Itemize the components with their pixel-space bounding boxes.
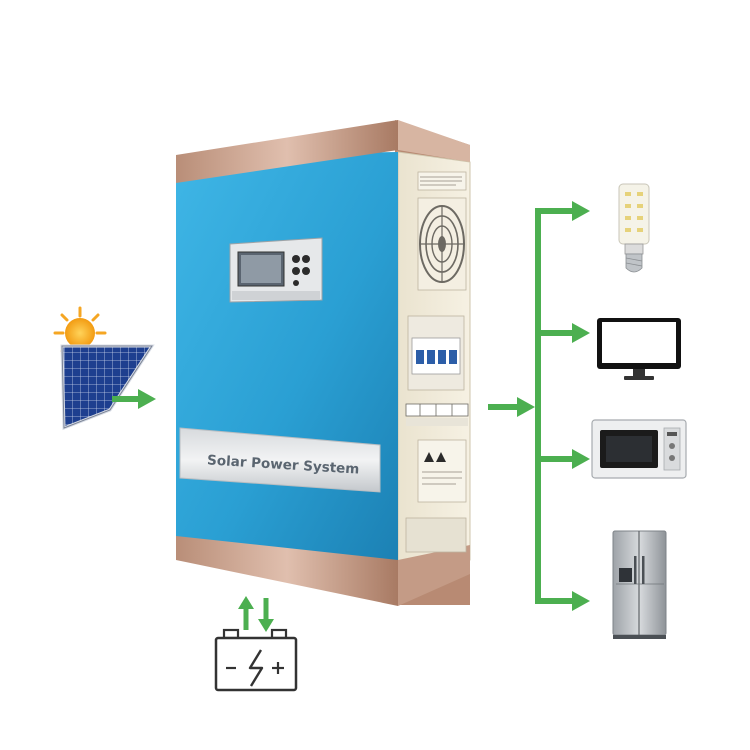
side-panel-details: [405, 171, 469, 553]
terminal-block-icon: [405, 403, 469, 426]
enter-button: [302, 267, 310, 275]
led-bulb-icon: [618, 183, 650, 273]
cooling-fan-icon: [417, 197, 467, 291]
bottom-vent: [405, 517, 467, 553]
product-label-band: Solar Power System: [179, 427, 381, 493]
circuit-breakers-icon: [407, 315, 465, 391]
status-led: [293, 280, 299, 286]
flow-arrow-inverter-to-bus: [488, 397, 535, 417]
down-button: [292, 267, 300, 275]
menu-button: [292, 255, 300, 263]
warning-label-icon: [417, 439, 467, 503]
refrigerator-icon: [612, 530, 667, 639]
solar-panel-icon: [53, 306, 155, 431]
lcd-control-panel: [229, 237, 323, 303]
battery-flow-arrows: [238, 596, 274, 632]
output-bus: [535, 201, 590, 611]
microwave-icon: [591, 419, 687, 479]
flow-arrow-solar-to-inverter: [112, 389, 156, 409]
battery-icon: [214, 628, 298, 692]
up-button: [302, 255, 310, 263]
monitor-icon: [597, 318, 681, 380]
inverter-cabinet: Solar Power System: [176, 120, 471, 606]
